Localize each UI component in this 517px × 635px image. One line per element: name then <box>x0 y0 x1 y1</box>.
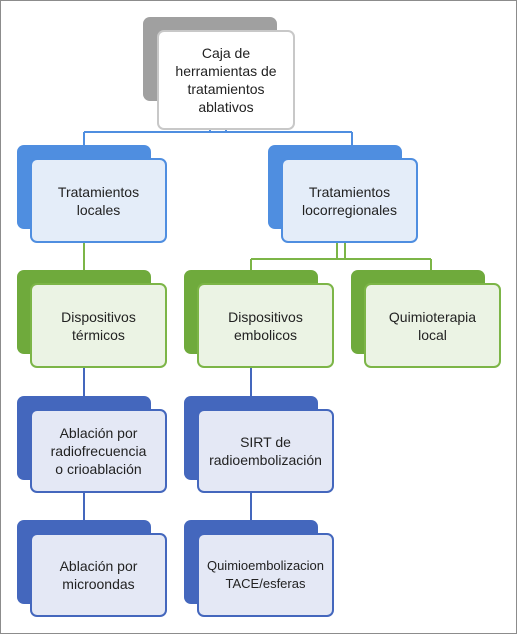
node-sirt-label: SIRT de radioembolización <box>209 434 322 468</box>
node-chemo-local-label: Quimioterapia local <box>388 308 477 343</box>
node-thermal-label: Dispositivos térmicos <box>61 308 136 343</box>
node-thermal-box: Dispositivos térmicos <box>30 283 167 368</box>
node-local-label: Tratamientos locales <box>57 183 140 218</box>
node-locoregional-box: Tratamientos locorregionales <box>281 158 418 243</box>
node-tace-label: Quimioembolizacion TACE/esferas <box>206 558 325 591</box>
node-microwave-label: Ablación por microondas <box>59 558 138 592</box>
node-sirt-box: SIRT de radioembolización <box>197 409 334 493</box>
node-tace-box: Quimioembolizacion TACE/esferas <box>197 533 334 617</box>
node-local-box: Tratamientos locales <box>30 158 167 243</box>
node-embolic-box: Dispositivos embolicos <box>197 283 334 368</box>
node-root-box: Caja de herramientas de tratamientos abl… <box>157 30 295 130</box>
node-chemo-local-box: Quimioterapia local <box>364 283 501 368</box>
node-root-label: Caja de herramientas de tratamientos abl… <box>175 45 277 115</box>
connector-locoregional-to-level2 <box>250 242 432 271</box>
node-locoregional-label: Tratamientos locorregionales <box>302 183 397 218</box>
node-rfa-label: Ablación por radiofrecuencia o crioablac… <box>50 425 147 477</box>
node-rfa-box: Ablación por radiofrecuencia o crioablac… <box>30 409 167 493</box>
node-microwave-box: Ablación por microondas <box>30 533 167 617</box>
node-embolic-label: Dispositivos embolicos <box>228 308 303 343</box>
